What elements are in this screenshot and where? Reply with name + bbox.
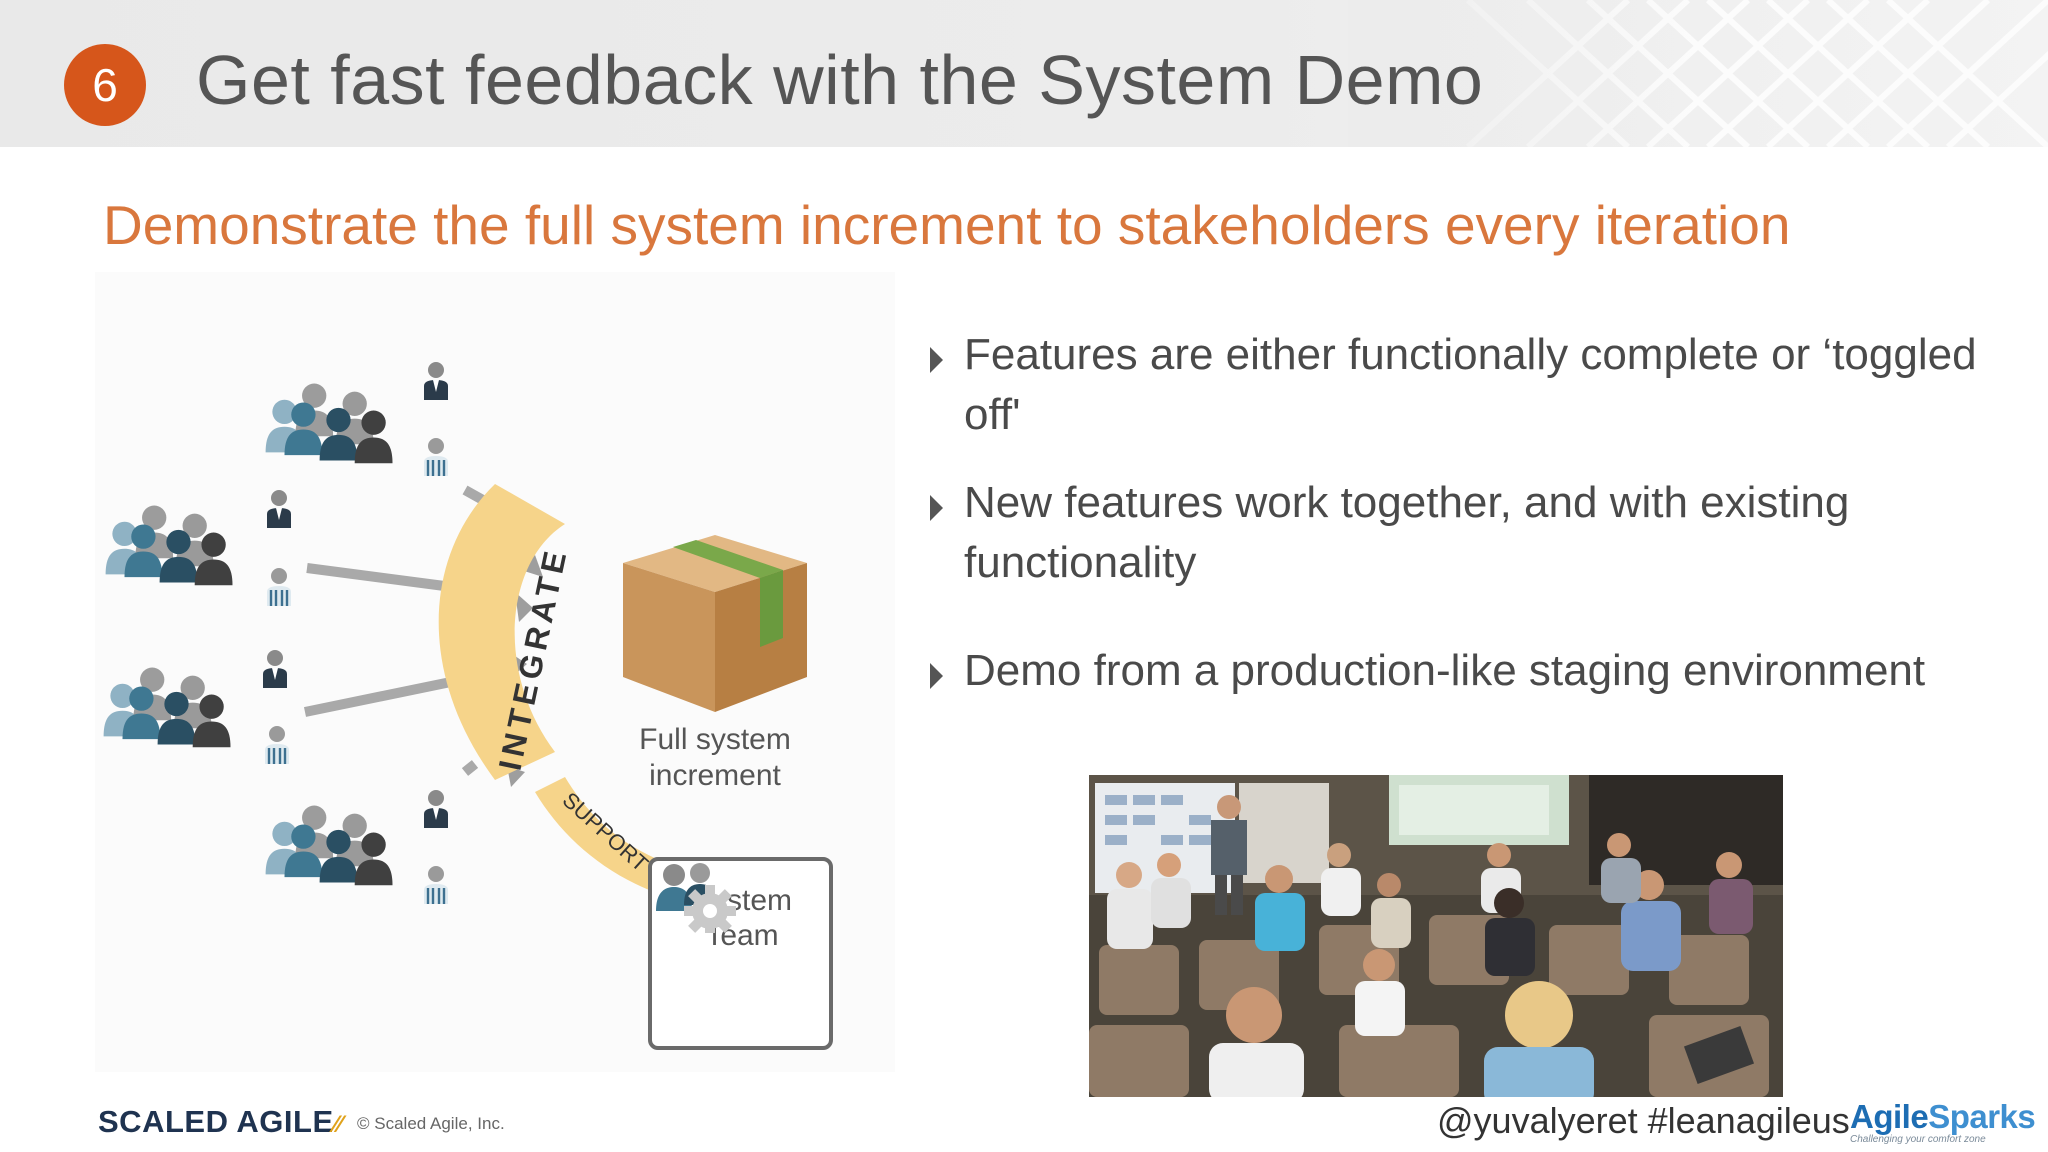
bullet-list: Features are either functionally complet… xyxy=(930,325,2010,701)
bullet-arrow-icon xyxy=(930,663,943,689)
photo-scene xyxy=(1089,775,1783,1097)
bullet-item: Demo from a production-like staging envi… xyxy=(930,641,2010,701)
scaled-agile-logo: SCALED AGILE⁄⁄ xyxy=(98,1104,343,1140)
copyright-text: © Scaled Agile, Inc. xyxy=(357,1114,505,1133)
header-band: 6 Get fast feedback with the System Demo xyxy=(0,0,2048,147)
diagram-graphic: INTEGRATE SUPPORT xyxy=(95,362,807,906)
bullet-text: Demo from a production-like staging envi… xyxy=(964,646,1926,695)
team-gear-icon xyxy=(656,863,736,933)
system-demo-diagram: INTEGRATE SUPPORT Full system increment … xyxy=(95,272,895,1072)
system-team-box: System Team xyxy=(648,857,833,1050)
team-group-icon xyxy=(266,806,393,886)
bullet-arrow-icon xyxy=(930,495,943,521)
bullet-item: New features work together, and with exi… xyxy=(930,473,2010,593)
step-number-badge: 6 xyxy=(64,44,146,126)
team-group-icon xyxy=(106,506,233,586)
demo-audience-photo xyxy=(1089,775,1783,1097)
agilesparks-name-1: Agile xyxy=(1850,1098,1929,1135)
agilesparks-logo: AgileSparks Challenging your comfort zon… xyxy=(1850,1098,2036,1145)
scaled-agile-logo-text: SCALED AGILE xyxy=(98,1104,334,1139)
twitter-handle: @yuvalyeret #leanagileus xyxy=(1437,1100,1850,1141)
slide-title: Get fast feedback with the System Demo xyxy=(196,41,1484,119)
logo-mark-icon: ⁄⁄ xyxy=(333,1111,343,1138)
agilesparks-tagline: Challenging your comfort zone xyxy=(1850,1134,1986,1145)
box-icon xyxy=(623,535,807,712)
bullet-text: New features work together, and with exi… xyxy=(964,478,1850,587)
full-system-increment-label: Full system increment xyxy=(639,723,791,792)
team-group-icon xyxy=(266,384,393,464)
bullet-item: Features are either functionally complet… xyxy=(930,325,2010,445)
integrate-arc xyxy=(438,484,565,780)
agilesparks-name-2: Sparks xyxy=(1928,1098,2036,1135)
slide-subtitle: Demonstrate the full system increment to… xyxy=(103,194,1791,256)
team-group-icon xyxy=(104,668,231,748)
header-pattern xyxy=(1348,0,2048,147)
gear-icon xyxy=(684,885,736,933)
bullet-text: Features are either functionally complet… xyxy=(964,330,1977,439)
bullet-arrow-icon xyxy=(930,347,943,373)
